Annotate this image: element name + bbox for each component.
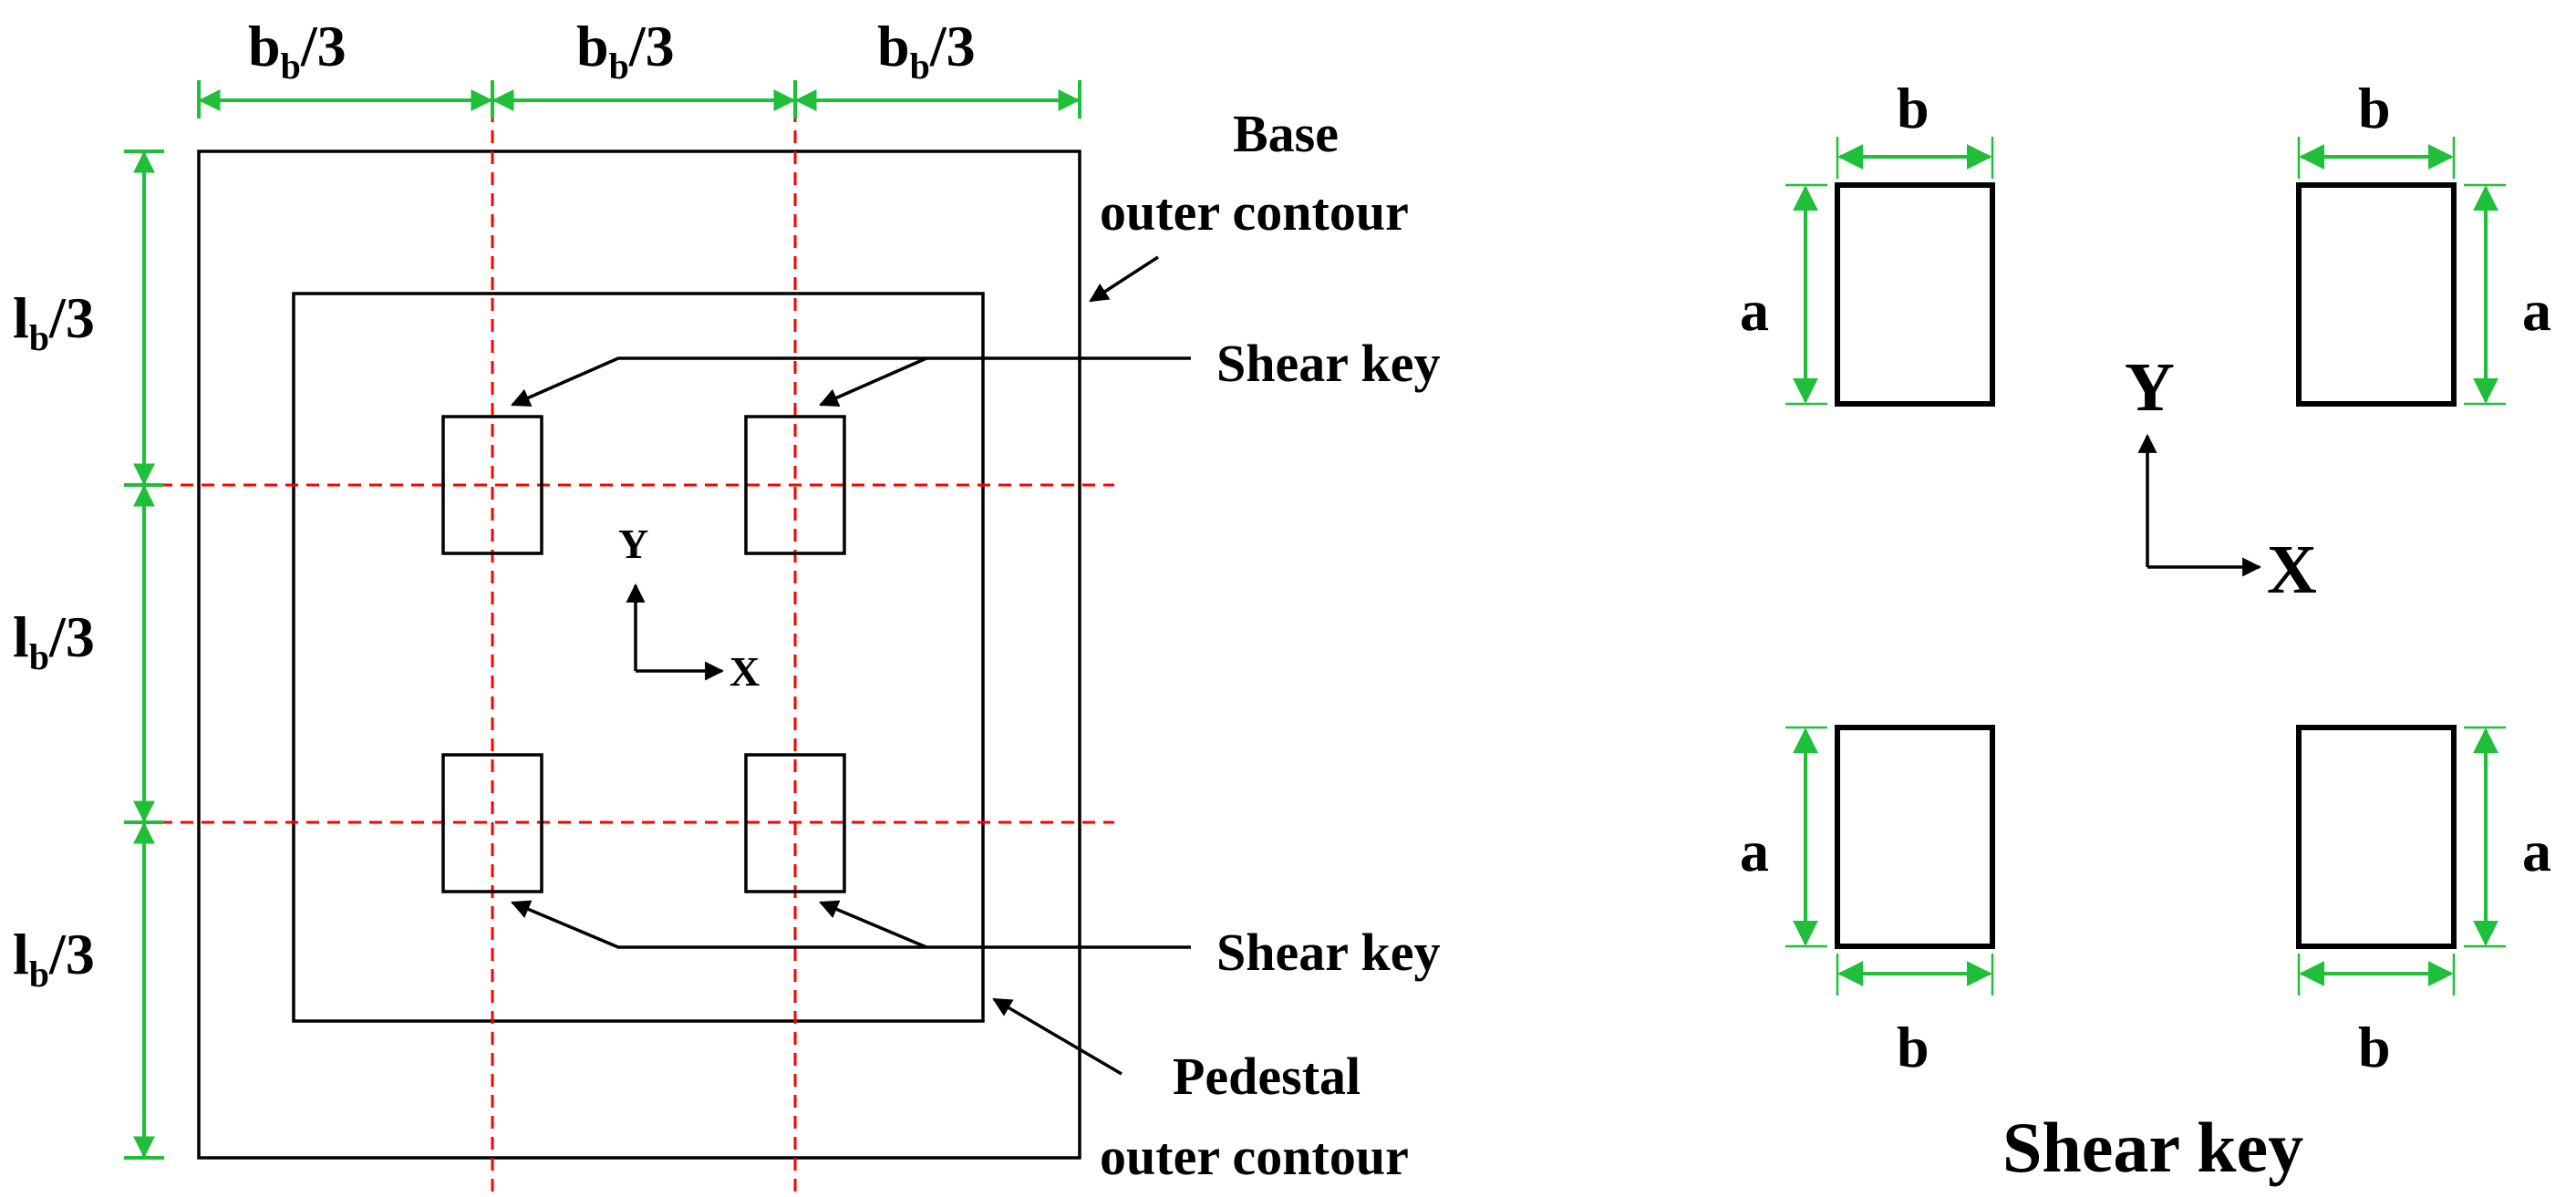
- detail-title: Shear key: [2002, 1108, 2303, 1187]
- label-a-top-left: a: [1740, 278, 1769, 343]
- dim-label-top-1: bb/3: [248, 14, 347, 87]
- detail-width-dims: b b b b: [1836, 76, 2456, 1079]
- label-b-top-left: b: [1897, 76, 1929, 140]
- pedestal-outer-contour: [292, 292, 985, 1023]
- label-a-top-right: a: [2522, 278, 2551, 343]
- detail-height-dims: a a a a: [1740, 183, 2551, 948]
- leader-pedestal: [992, 997, 1122, 1076]
- shear-key-top-left: [441, 415, 543, 555]
- dim-label-top-2: bb/3: [576, 14, 675, 87]
- label-pedestal-line1: Pedestal: [1173, 1047, 1360, 1106]
- detail-axes: Y X: [2125, 349, 2317, 608]
- dim-label-top-3: bb/3: [877, 14, 976, 87]
- centerlines: [139, 109, 1114, 1197]
- label-base-line1: Base: [1233, 104, 1339, 163]
- label-a-bottom-right: a: [2522, 819, 2551, 883]
- label-base-line2: outer contour: [1100, 182, 1409, 242]
- plan-axes: Y X: [618, 521, 760, 695]
- top-dimension-chain: bb/3 bb/3 bb/3: [197, 14, 1081, 119]
- leader-shear-key-bottom-left: [511, 900, 1191, 949]
- leader-shear-key-top-right: [819, 356, 927, 408]
- detail-key-top-left: [1835, 182, 1995, 407]
- shear-key-bottom-left: [441, 753, 543, 893]
- detail-view: b b b b a a a a Y: [1740, 76, 2551, 1187]
- label-pedestal-line2: outer contour: [1100, 1127, 1409, 1186]
- leader-shear-key-bottom-right: [819, 900, 927, 949]
- dim-label-left-3: lb/3: [13, 922, 95, 995]
- plan-view: bb/3 bb/3 bb/3 lb/3 lb/3 lb/3 Y X: [13, 14, 1440, 1197]
- dim-label-left-2: lb/3: [13, 604, 95, 677]
- detail-axis-y-label: Y: [2125, 349, 2175, 426]
- left-dimension-chain: lb/3 lb/3 lb/3: [13, 150, 164, 1160]
- shear-key-top-right: [744, 415, 846, 555]
- label-shear-key-bottom: Shear key: [1216, 923, 1440, 982]
- plan-axis-x-label: X: [729, 648, 760, 695]
- detail-key-bottom-right: [2296, 725, 2457, 949]
- label-b-bottom-right: b: [2358, 1015, 2391, 1079]
- detail-key-top-right: [2296, 182, 2457, 407]
- leader-shear-key-top-left: [511, 356, 1191, 408]
- label-shear-key-top: Shear key: [1216, 334, 1440, 393]
- leader-base: [1089, 255, 1159, 303]
- label-a-bottom-left: a: [1740, 819, 1769, 883]
- leader-lines: [511, 255, 1191, 1076]
- detail-key-bottom-left: [1835, 725, 1995, 949]
- shear-key-bottom-right: [744, 753, 846, 893]
- detail-axis-x-label: X: [2267, 531, 2317, 608]
- label-b-top-right: b: [2358, 76, 2391, 140]
- plan-axis-y-label: Y: [618, 521, 648, 567]
- base-outer-contour: [197, 150, 1081, 1160]
- dim-label-left-1: lb/3: [13, 285, 95, 358]
- label-b-bottom-left: b: [1897, 1015, 1929, 1079]
